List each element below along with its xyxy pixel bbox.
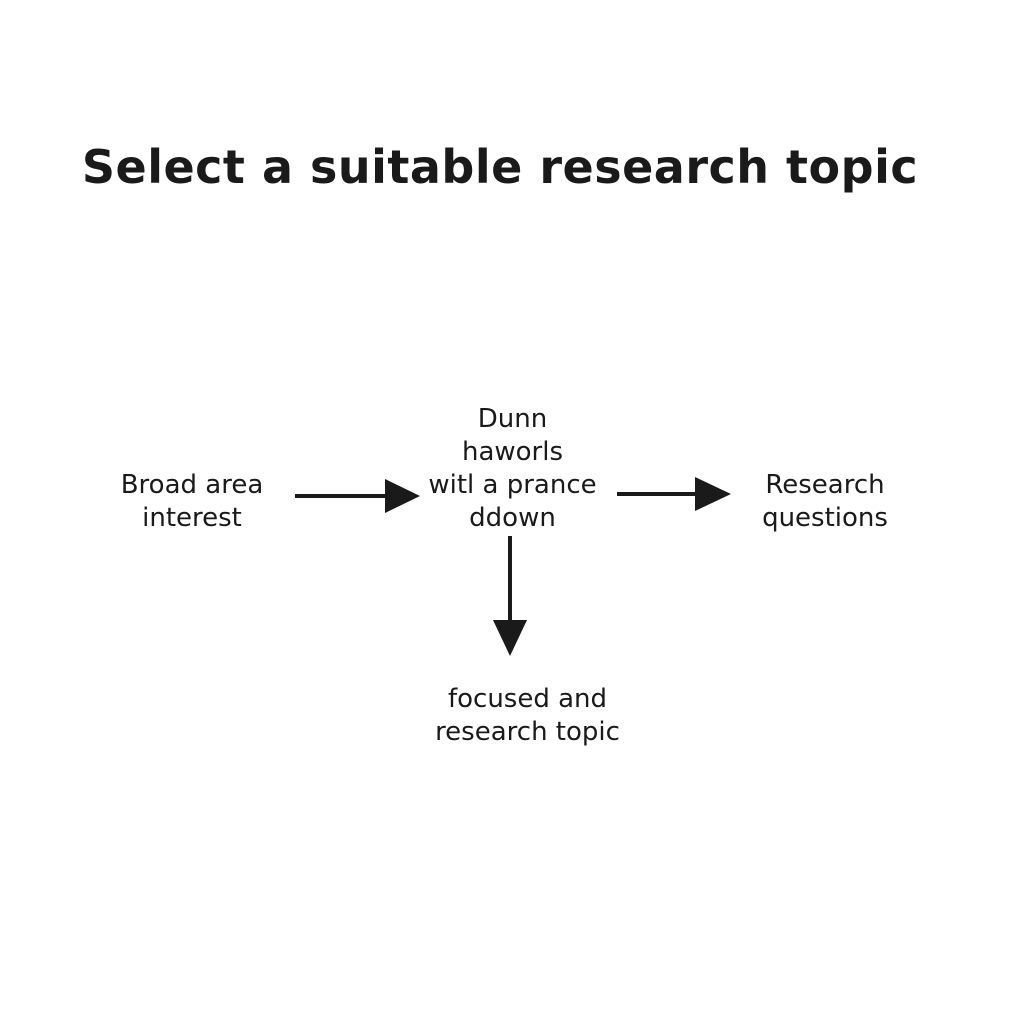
node-middle-line-3: witl a prance <box>428 470 597 500</box>
node-focused-line-1: focused and <box>447 684 608 714</box>
node-focused-research-topic: focused and research topic <box>405 683 650 749</box>
arrow-broad-to-middle <box>295 479 420 513</box>
arrow-middle-to-focused <box>493 536 527 656</box>
node-middle-line-2: haworls <box>461 437 564 467</box>
node-research-questions: Research questions <box>730 469 920 535</box>
arrow-middle-to-research-head <box>695 477 731 511</box>
diagram-title: Select a suitable research topic <box>81 140 919 194</box>
node-broad-line-1: Broad area <box>120 470 264 500</box>
node-research-line-1: Research <box>765 470 885 500</box>
node-broad-line-2: interest <box>142 503 242 533</box>
node-middle-step: Dunn haworls witl a prance ddown <box>410 403 615 535</box>
node-research-line-2: questions <box>762 503 888 533</box>
arrow-middle-to-focused-head <box>493 620 527 656</box>
node-middle-line-1: Dunn <box>477 404 548 434</box>
node-broad-area-interest: Broad area interest <box>92 469 292 535</box>
node-middle-line-4: ddown <box>469 503 556 533</box>
node-focused-line-2: research topic <box>435 717 620 747</box>
arrow-middle-to-research <box>617 477 731 511</box>
